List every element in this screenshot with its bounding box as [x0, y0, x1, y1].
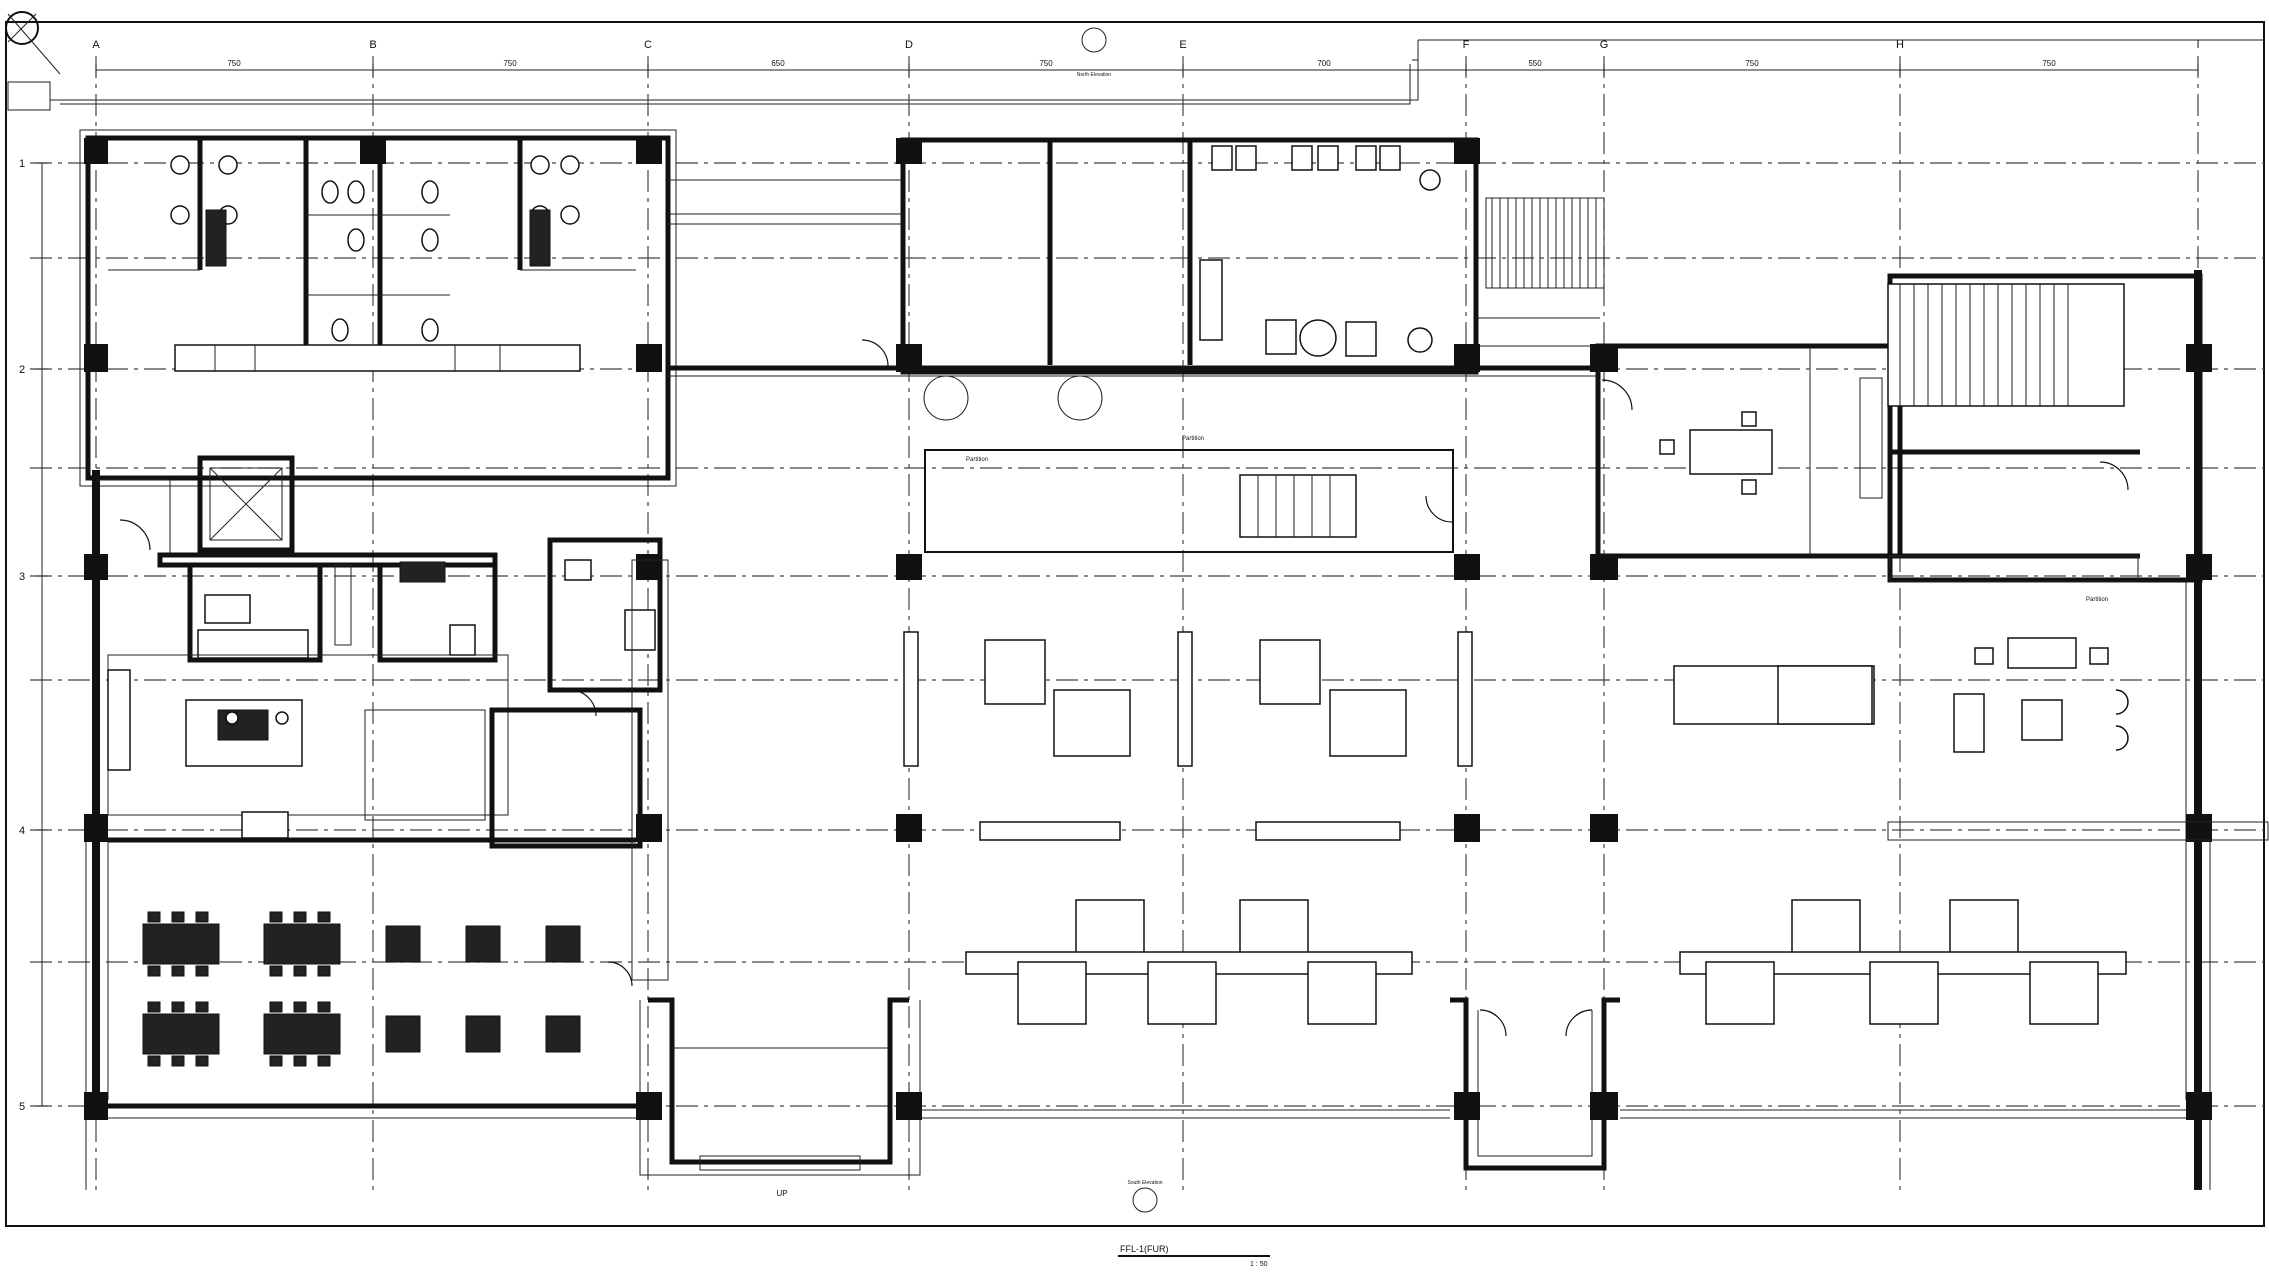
partition-label-top: Partition	[966, 457, 988, 463]
grid-label-f: F	[1463, 39, 1470, 51]
sheet-border	[5, 21, 2265, 1227]
top-dimension-string: 750 750 650 750 700 550 750 750	[95, 59, 2199, 76]
drawing-scale: 1 : 50	[1250, 1261, 1268, 1268]
toilet-block	[108, 140, 636, 372]
left-dimension-string	[36, 162, 48, 1107]
partition-label-center: Partition	[1182, 436, 1204, 442]
grid-label-i: I	[2196, 39, 2199, 51]
center-hall: Partition Partition	[903, 436, 2269, 841]
structural-columns	[84, 138, 2212, 1120]
grid-label-3: 3	[19, 571, 25, 583]
drawing-title: FFL-1(FUR)	[1120, 1244, 1169, 1254]
dining-area	[142, 911, 581, 1067]
section-markers: North Elevation South Elevation	[1077, 27, 1163, 1213]
mechanical-room	[1199, 145, 1605, 357]
dim-ab: 750	[227, 59, 241, 68]
grid-label-e: E	[1179, 39, 1186, 51]
dim-gh: 750	[1745, 59, 1759, 68]
grid-label-a: A	[92, 39, 100, 51]
right-upper-rooms: Partition	[1659, 283, 2139, 603]
grid-labels: A B C D E F G H I 1 2 3 4 5	[19, 39, 2200, 1113]
north-arrow-icon	[5, 11, 61, 75]
grid-label-2: 2	[19, 364, 25, 376]
open-office-desks	[965, 637, 2129, 1025]
grid-label-h: H	[1896, 39, 1904, 51]
grid-label-c: C	[644, 39, 652, 51]
grid-label-5: 5	[19, 1101, 25, 1113]
dim-hi: 750	[2042, 59, 2056, 68]
dim-cd: 650	[771, 59, 785, 68]
kitchen-area	[96, 455, 669, 981]
grid-label-4: 4	[19, 825, 25, 837]
dim-bc: 750	[503, 59, 517, 68]
dim-de: 750	[1039, 59, 1053, 68]
door-swings	[119, 339, 2129, 1037]
grid-label-d: D	[905, 39, 913, 51]
grid-label-b: B	[369, 39, 376, 51]
section-south-label: South Elevation	[1127, 1180, 1162, 1186]
section-north-label: North Elevation	[1077, 72, 1111, 78]
partition-label-right: Partition	[2086, 597, 2108, 603]
grid-label-1: 1	[19, 158, 25, 170]
dim-ef: 700	[1317, 59, 1331, 68]
drawing-title-block: FFL-1(FUR) 1 : 50	[1118, 1244, 1270, 1268]
stair-up-label: UP	[776, 1189, 787, 1198]
exterior-walls	[79, 129, 2211, 1190]
grid-label-g: G	[1600, 39, 1609, 51]
plant-icons	[923, 375, 1103, 421]
dim-fg: 550	[1528, 59, 1542, 68]
site-boundary	[7, 39, 2264, 111]
